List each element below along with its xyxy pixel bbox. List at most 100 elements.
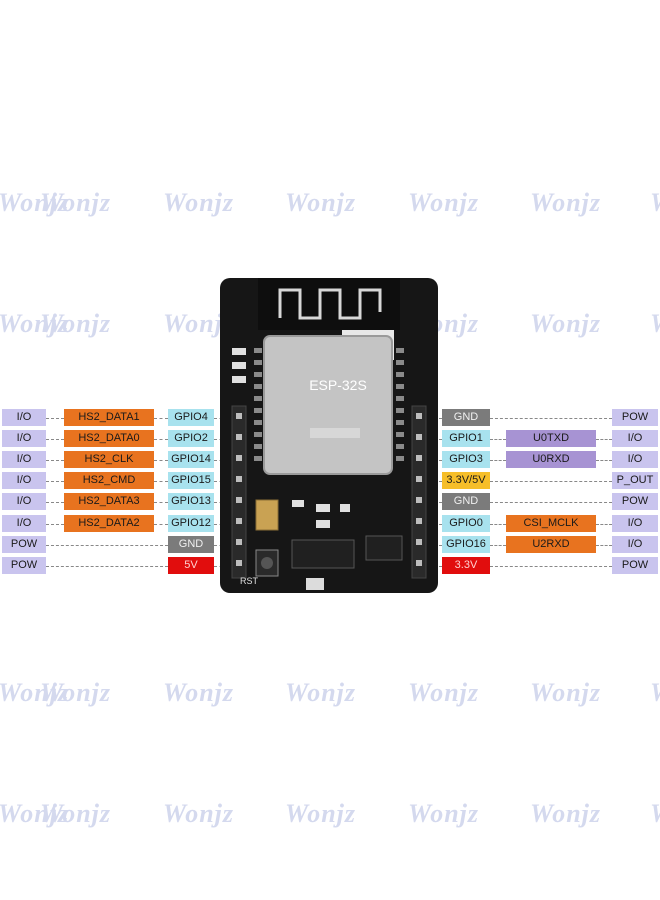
resistor bbox=[232, 376, 246, 383]
connector-line bbox=[46, 524, 64, 525]
pin-type-label: I/O bbox=[2, 515, 46, 532]
connector-line bbox=[46, 502, 64, 503]
pin-function-label: U2RXD bbox=[506, 536, 596, 553]
left-header bbox=[231, 405, 247, 579]
connector-line bbox=[154, 418, 168, 419]
pin-gpio-label: GPIO0 bbox=[442, 515, 490, 532]
watermark-text: Wonjz bbox=[650, 188, 660, 218]
left-header-pins bbox=[236, 413, 242, 566]
watermark-text: Wonjz bbox=[285, 678, 356, 707]
connector-line bbox=[154, 481, 168, 482]
watermark-text: Wonjz bbox=[40, 799, 111, 828]
connector-line bbox=[46, 418, 64, 419]
pin-gpio-label: GPIO4 bbox=[168, 409, 214, 426]
psram-chip bbox=[365, 535, 403, 561]
connector-line bbox=[596, 460, 612, 461]
smd-component bbox=[292, 500, 304, 507]
watermark-text: Wonjz bbox=[40, 678, 111, 707]
watermark-text: Wonjz bbox=[163, 799, 234, 828]
watermark-text: Wonjz bbox=[408, 678, 479, 707]
flash-led bbox=[306, 578, 324, 590]
pin-function-label: HS2_DATA1 bbox=[64, 409, 154, 426]
watermark-text: Wonjz bbox=[0, 188, 69, 217]
connector-line bbox=[490, 545, 506, 546]
watermark-text: Wonjz bbox=[163, 188, 234, 217]
pin-type-label: I/O bbox=[612, 515, 658, 532]
pin-function-label: HS2_DATA3 bbox=[64, 493, 154, 510]
reset-button-cap[interactable] bbox=[261, 557, 273, 569]
watermark-text: Wonjz bbox=[285, 188, 356, 217]
watermark-text: Wonjz bbox=[650, 799, 660, 829]
pin-type-label: I/O bbox=[2, 493, 46, 510]
connector-line bbox=[596, 545, 612, 546]
module-side-pads bbox=[254, 348, 404, 461]
watermark-text: Wonjz bbox=[40, 188, 111, 217]
pin-gpio-label: GPIO16 bbox=[442, 536, 490, 553]
pin-type-label: POW bbox=[612, 557, 658, 574]
pin-function-label: U0RXD bbox=[506, 451, 596, 468]
connector-line bbox=[154, 460, 168, 461]
pin-type-label: I/O bbox=[612, 536, 658, 553]
watermark-text: Wonjz bbox=[0, 678, 69, 707]
watermark-text: Wonjz bbox=[163, 678, 234, 707]
connector-line bbox=[154, 502, 168, 503]
right-header-pins bbox=[416, 413, 422, 566]
tantalum-capacitor bbox=[255, 499, 279, 531]
connector-line bbox=[154, 439, 168, 440]
pin-function-label: CSI_MCLK bbox=[506, 515, 596, 532]
connector-line bbox=[46, 566, 168, 567]
pcb-antenna-trace bbox=[278, 288, 382, 320]
connector-line bbox=[596, 439, 612, 440]
module-marking bbox=[310, 428, 360, 438]
pin-type-label: POW bbox=[2, 536, 46, 553]
module-label: ESP-32S bbox=[309, 377, 367, 393]
pin-type-label: I/O bbox=[612, 451, 658, 468]
smd-component bbox=[316, 520, 330, 528]
pin-function-label: HS2_CMD bbox=[64, 472, 154, 489]
pin-function-label: HS2_CLK bbox=[64, 451, 154, 468]
pin-gpio-label: GPIO14 bbox=[168, 451, 214, 468]
watermark-text: Wonjz bbox=[530, 309, 601, 338]
connector-line bbox=[46, 439, 64, 440]
watermark-text: Wonjz bbox=[650, 678, 660, 708]
antenna-area bbox=[258, 278, 400, 330]
watermark-text: Wonjz bbox=[530, 678, 601, 707]
watermark-text: Wonjz bbox=[0, 309, 69, 338]
pin-gpio-label: GPIO2 bbox=[168, 430, 214, 447]
connector-line bbox=[154, 524, 168, 525]
connector-line bbox=[46, 460, 64, 461]
pin-gpio-label: GPIO15 bbox=[168, 472, 214, 489]
pin-gpio-label: GND bbox=[168, 536, 214, 553]
connector-line bbox=[490, 460, 506, 461]
resistor bbox=[232, 362, 246, 369]
pin-type-label: I/O bbox=[612, 430, 658, 447]
smd-component bbox=[316, 504, 330, 512]
pin-function-label: HS2_DATA2 bbox=[64, 515, 154, 532]
pin-function-label: HS2_DATA0 bbox=[64, 430, 154, 447]
regulator-chip bbox=[291, 539, 355, 569]
connector-line bbox=[490, 439, 506, 440]
pin-type-label: I/O bbox=[2, 451, 46, 468]
pin-type-label: POW bbox=[612, 493, 658, 510]
connector-line bbox=[490, 566, 612, 567]
rst-label: RST bbox=[240, 576, 259, 586]
pin-type-label: I/O bbox=[2, 472, 46, 489]
pin-gpio-label: GPIO3 bbox=[442, 451, 490, 468]
connector-line bbox=[490, 502, 612, 503]
pin-type-label: POW bbox=[2, 557, 46, 574]
connector-line bbox=[490, 481, 612, 482]
pin-function-label: U0TXD bbox=[506, 430, 596, 447]
pin-gpio-label: GPIO1 bbox=[442, 430, 490, 447]
watermark-text: Wonjz bbox=[408, 188, 479, 217]
pin-gpio-label: GND bbox=[442, 493, 490, 510]
pin-type-label: I/O bbox=[2, 409, 46, 426]
pin-type-label: POW bbox=[612, 409, 658, 426]
watermark-text: Wonjz bbox=[650, 309, 660, 339]
watermark-text: Wonjz bbox=[530, 799, 601, 828]
right-header bbox=[411, 405, 427, 579]
board-drawing: ESP-32S bbox=[231, 278, 427, 590]
pin-gpio-label: GPIO13 bbox=[168, 493, 214, 510]
esp32-cam-board: ESP-32S bbox=[220, 278, 438, 593]
watermark-text: Wonjz bbox=[285, 799, 356, 828]
smd-component bbox=[340, 504, 350, 512]
